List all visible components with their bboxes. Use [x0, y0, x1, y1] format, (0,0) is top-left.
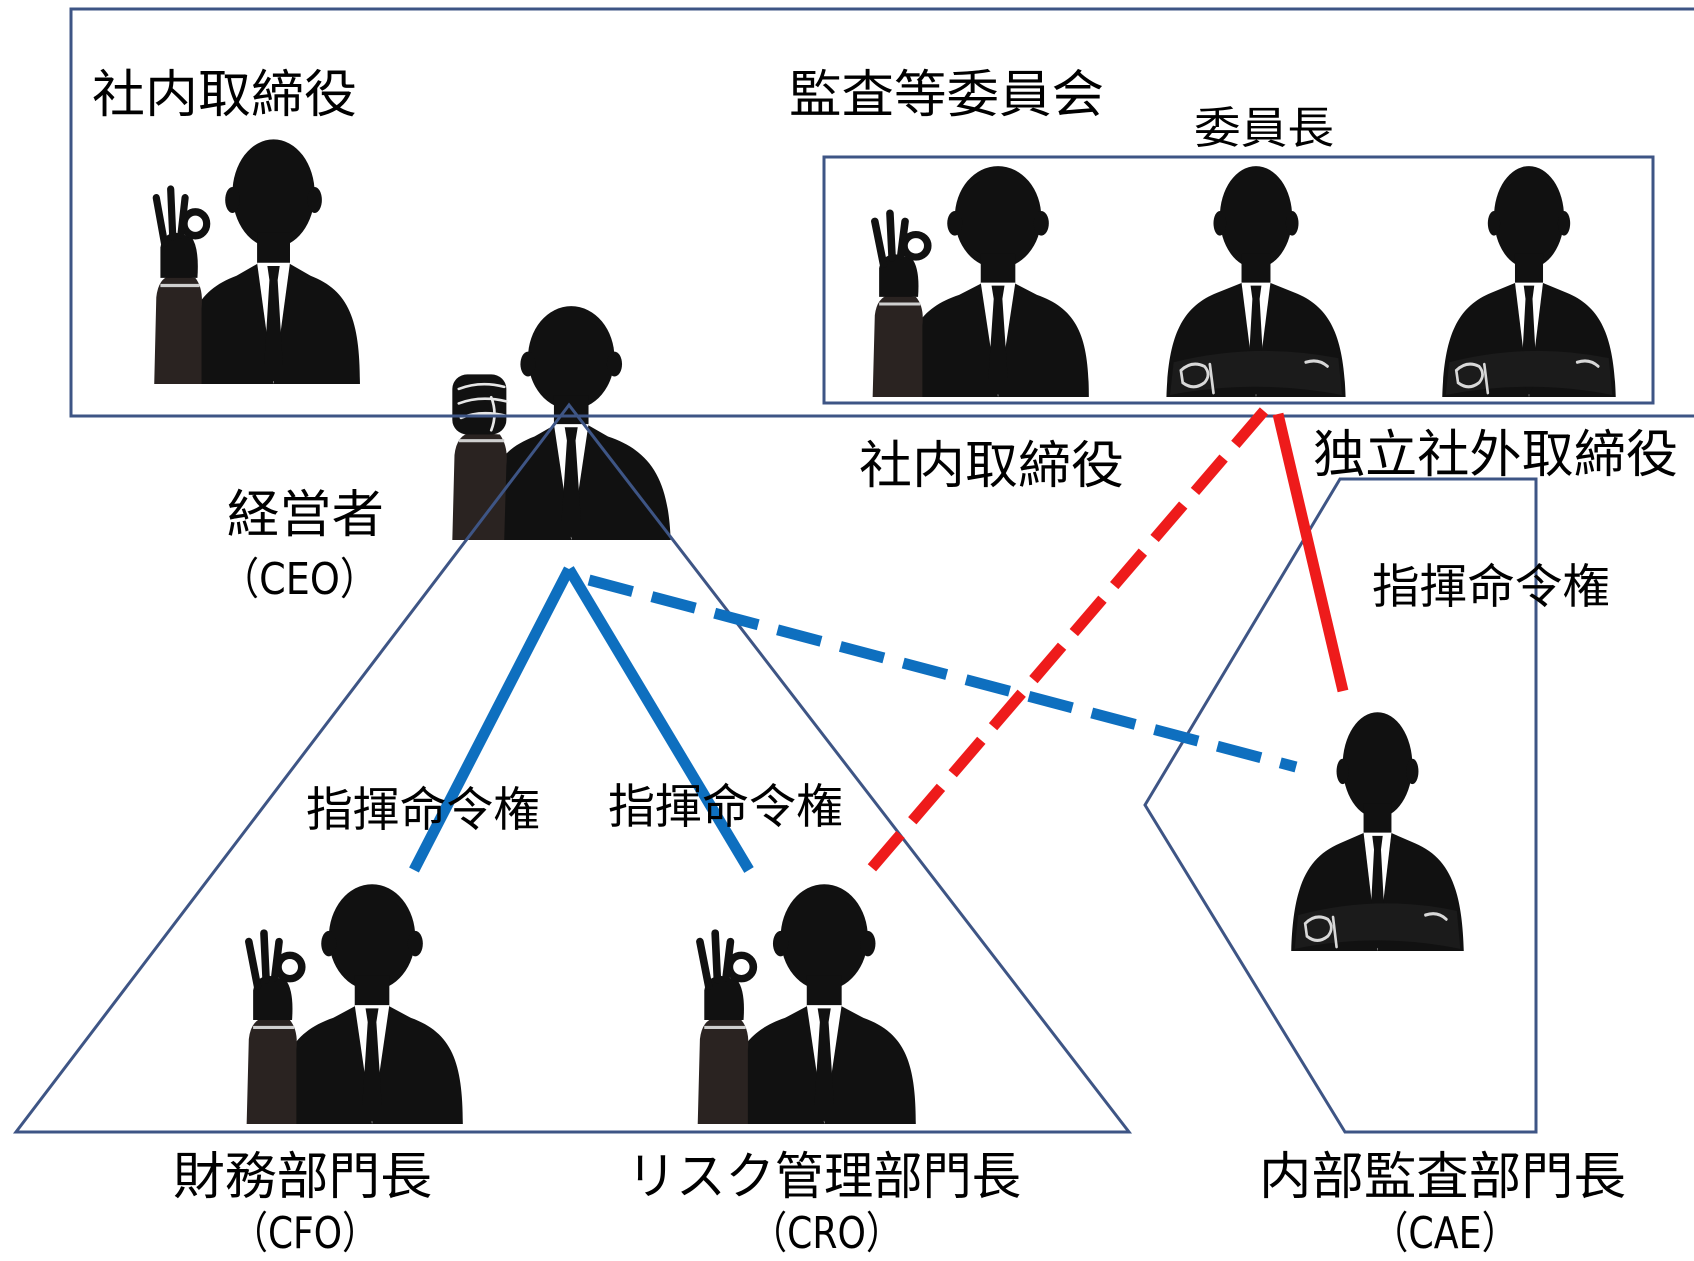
ceo-to-cro-command-line	[564, 566, 754, 873]
cae-abbr: （CAE）	[1372, 1208, 1518, 1259]
cae-title: 内部監査部門長	[1259, 1148, 1626, 1207]
audit-committee-frame	[822, 155, 1655, 405]
ceo-to-cro-authority-label: 指揮命令権	[608, 780, 843, 835]
ceo-title: 経営者	[227, 486, 384, 545]
ceo-abbr: （CEO）	[221, 554, 378, 605]
independent-outside-director-label: 独立社外取締役	[1313, 426, 1678, 485]
cro-abbr: （CRO）	[751, 1208, 902, 1259]
management-pyramid-frame	[12, 402, 1133, 1134]
cfo-abbr: （CFO）	[232, 1208, 378, 1259]
ceo-to-cfo-authority-label: 指揮命令権	[306, 783, 540, 838]
committee-to-cro-dashed-line	[865, 407, 1269, 874]
cfo-title: 財務部門長	[173, 1148, 432, 1207]
cro-title: リスク管理部門長	[627, 1148, 1021, 1207]
board-internal-director-label: 社内取締役	[92, 66, 357, 125]
ceo-to-cfo-command-line	[409, 566, 574, 873]
committee-internal-director-label: 社内取締役	[859, 437, 1124, 496]
audit-committee-label: 監査等委員会	[789, 66, 1104, 125]
internal-audit-frame	[1143, 477, 1538, 1134]
board-of-directors-frame	[69, 7, 1694, 418]
ceo-to-cae-dashed-line	[587, 574, 1298, 773]
committee-to-cae-command-line	[1272, 412, 1349, 693]
committee-to-cae-authority-label: 指揮命令権	[1372, 560, 1610, 615]
committee-chair-label: 委員長	[1194, 103, 1334, 154]
